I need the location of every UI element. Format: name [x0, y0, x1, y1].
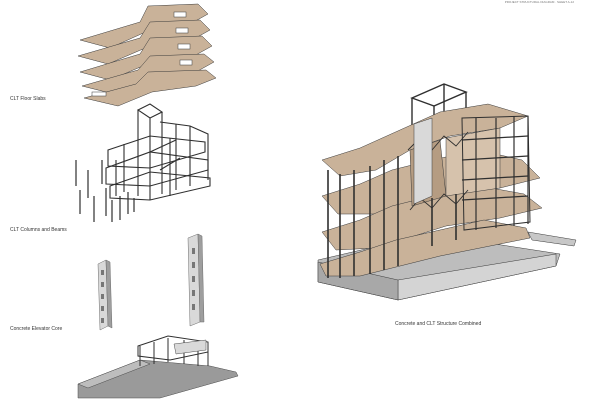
- clt-columns-beams-diagram: [105, 103, 211, 201]
- label-clt-floor-slabs: CLT Floor Slabs: [10, 96, 46, 102]
- concrete-elevator-core-diagram: [97, 233, 205, 331]
- loose-columns: [75, 160, 135, 222]
- clt-floor-slabs-diagram: [77, 3, 217, 107]
- label-combined-structure: Concrete and CLT Structure Combined: [395, 321, 481, 327]
- sheet-header: PROJECT STRUCTURAL DIAGRAM · SHEET A-12: [504, 0, 574, 4]
- slab-level-1: [83, 69, 217, 107]
- label-clt-columns-beams: CLT Columns and Beams: [10, 227, 67, 233]
- concrete-podium-diagram: [77, 335, 239, 399]
- label-concrete-core: Concrete Elevator Core: [10, 326, 62, 332]
- combined-structure-diagram: [317, 83, 577, 301]
